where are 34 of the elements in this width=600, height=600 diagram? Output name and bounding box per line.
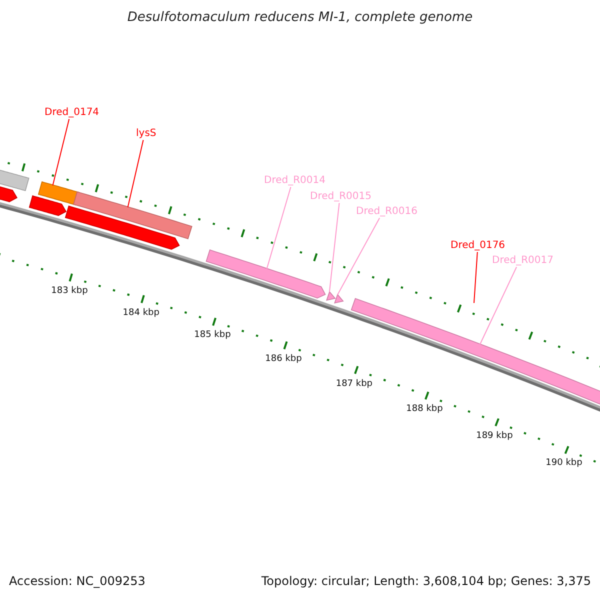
gene-label: lysS [136,129,156,139]
gene-block [206,249,326,298]
gene-label: Dred_0176 [450,241,506,251]
scale-label: 189 kbp [476,432,513,441]
gene-label: Dred_R0015 [310,192,372,202]
gene-bar [73,191,192,240]
scale-label: 184 kbp [122,308,160,318]
gene-block [0,184,18,202]
gene-triangle [326,291,336,301]
leader-line [266,186,292,270]
leader-line [479,266,518,346]
leader-line [474,252,478,304]
gene-block [64,206,180,250]
scale-label: 183 kbp [51,287,88,296]
scale-label: 190 kbp [546,459,582,468]
scale-label: 188 kbp [406,405,443,414]
title: Desulfotomaculum reducens MI-1, complete genome [126,11,474,24]
leader-line [328,202,340,293]
gene-bar [38,181,80,206]
scale-label: 185 kbp [194,331,231,340]
gene-triangle [334,294,344,304]
leader-line [336,218,380,296]
gene-block [28,195,67,216]
scale-label: 187 kbp [336,380,373,389]
genome-stats-note: Topology: circular; Length: 3,608,104 bp; Genes: 3,375 [261,575,591,587]
gene-label: Dred_R0016 [356,207,418,217]
leader-line [52,118,70,186]
scale-label: 186 kbp [265,355,302,364]
gene-label: Dred_0174 [44,108,100,118]
gene-bar [0,169,30,192]
gene-label: Dred_R0017 [492,256,554,266]
accession-note: Accession: NC_009253 [9,575,146,587]
leader-line [127,140,144,208]
gene-label: Dred_R0014 [264,176,326,186]
